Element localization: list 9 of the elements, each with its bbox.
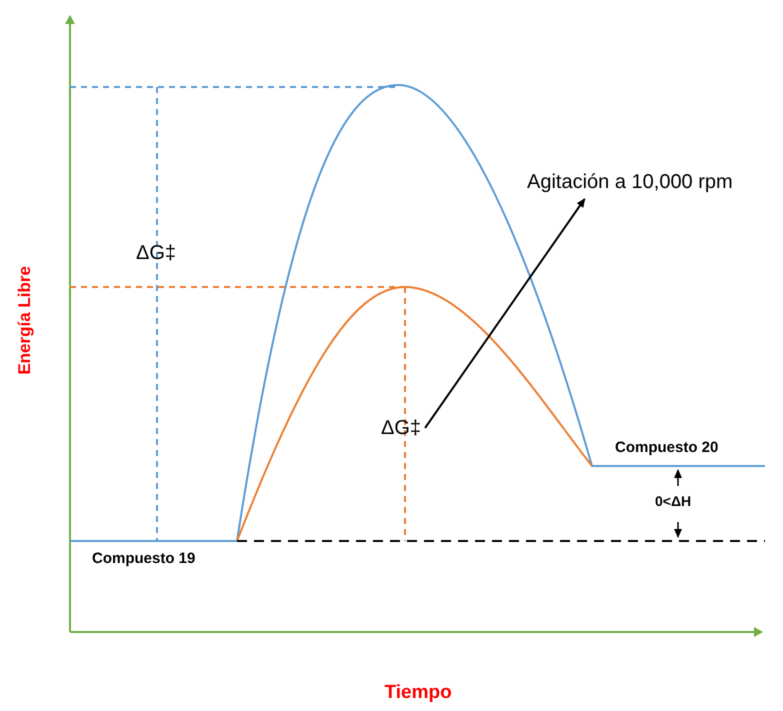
enthalpy-label: 0<ΔH xyxy=(655,494,692,510)
arrow xyxy=(424,198,586,429)
delta-g-label: ΔG‡ xyxy=(381,417,422,439)
axis-title: Tiempo xyxy=(384,682,452,704)
axis-title: Energía Libre xyxy=(15,266,34,374)
delta-g-label: ΔG‡ xyxy=(136,242,176,264)
state-label: Compuesto 19 xyxy=(92,551,196,568)
annotation-text: Agitación a 10,000 rpm xyxy=(527,171,733,193)
state-label: Compuesto 20 xyxy=(615,440,718,456)
